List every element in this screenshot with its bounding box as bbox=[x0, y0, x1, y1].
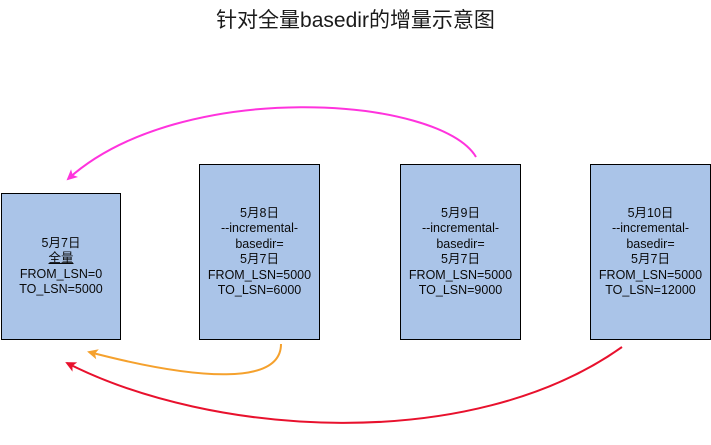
box-may10-option-line1: --incremental- bbox=[611, 221, 690, 235]
box-may9-option-line2: basedir= bbox=[436, 236, 485, 251]
box-may9-date: 5月9日 bbox=[441, 205, 480, 220]
box-full-type-label: 全量 bbox=[48, 251, 74, 265]
box-incremental-may9[interactable]: 5月9日 --incremental- basedir= 5月7日 FROM_L… bbox=[400, 164, 521, 340]
box-may8-option-line1: --incremental- bbox=[220, 221, 299, 235]
box-may10-date: 5月10日 bbox=[627, 205, 674, 220]
box-full-backup[interactable]: 5月7日 全量 FROM_LSN=0 TO_LSN=5000 bbox=[1, 193, 121, 340]
box-full-date: 5月7日 bbox=[41, 235, 81, 250]
arrow-may10-to-full bbox=[65, 346, 623, 424]
box-may10-from-lsn: FROM_LSN=5000 bbox=[598, 267, 703, 282]
box-may10-basedir-value: 5月7日 bbox=[631, 252, 670, 266]
box-may9-basedir-value: 5月7日 bbox=[441, 252, 480, 266]
arrow-may8-to-full bbox=[87, 343, 282, 376]
box-incremental-may8[interactable]: 5月8日 --incremental- basedir= 5月7日 FROM_L… bbox=[199, 164, 320, 340]
box-may9-from-lsn: FROM_LSN=5000 bbox=[408, 267, 513, 282]
box-may8-option-line2: basedir= bbox=[235, 236, 284, 251]
page-title: 针对全量basedir的增量示意图 bbox=[216, 9, 495, 32]
box-may8-basedir-value: 5月7日 bbox=[240, 252, 279, 266]
box-may9-option-line1: --incremental- bbox=[421, 221, 500, 235]
box-may8-to-lsn: TO_LSN=6000 bbox=[217, 283, 302, 297]
box-incremental-may10[interactable]: 5月10日 --incremental- basedir= 5月7日 FROM_… bbox=[590, 164, 711, 340]
box-may10-to-lsn: TO_LSN=12000 bbox=[605, 283, 696, 297]
box-full-to-lsn: TO_LSN=5000 bbox=[19, 282, 103, 296]
box-may10-option-line2: basedir= bbox=[626, 236, 675, 251]
box-may8-from-lsn: FROM_LSN=5000 bbox=[207, 267, 312, 282]
box-may9-to-lsn: TO_LSN=9000 bbox=[418, 283, 503, 297]
box-may8-date: 5月8日 bbox=[240, 205, 279, 220]
box-full-from-lsn: FROM_LSN=0 bbox=[19, 266, 103, 281]
